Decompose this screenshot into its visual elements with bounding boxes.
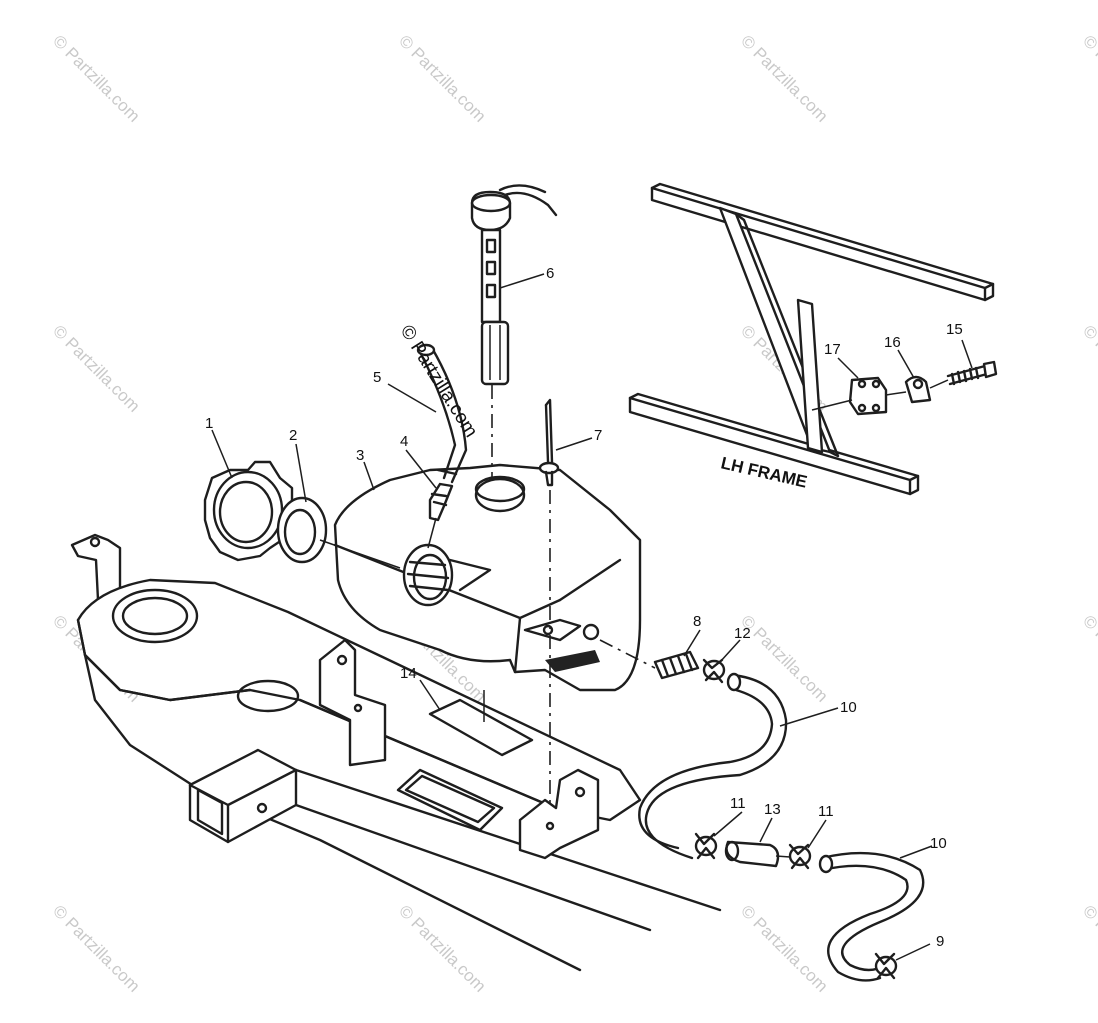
callout-15: 15 — [946, 321, 963, 338]
fitting-part-4 — [427, 482, 454, 549]
callout-2: 2 — [289, 427, 297, 444]
clamp-part-11b — [788, 843, 812, 870]
callout-10a: 10 — [840, 699, 857, 716]
fuel-filter-part-13 — [724, 840, 791, 868]
bracket-part-17 — [811, 376, 888, 416]
clamp-part-9 — [874, 952, 898, 980]
lh-frame — [628, 182, 995, 496]
watermark: © Partzilla.com — [49, 901, 143, 995]
callout-13: 13 — [764, 801, 781, 818]
callout-11a: 11 — [730, 795, 746, 812]
callout-3: 3 — [356, 447, 364, 464]
callout-6: 6 — [546, 265, 554, 282]
hose-part-10 — [638, 672, 788, 860]
callout-5: 5 — [373, 369, 381, 386]
callout-14: 14 — [400, 665, 417, 682]
watermark: © Partzilla.com — [49, 31, 143, 125]
main-frame — [70, 533, 722, 972]
callout-16: 16 — [884, 334, 901, 351]
oil-tank-part-3 — [333, 463, 642, 692]
leader-lines — [211, 273, 973, 961]
callout-10b: 10 — [930, 835, 947, 852]
watermark: © Partzilla.com — [395, 31, 489, 125]
center-watermark: © Partzilla.com — [396, 322, 482, 442]
callout-17: 17 — [824, 341, 841, 358]
watermark: © Partzilla.com — [737, 901, 831, 995]
callout-4: 4 — [400, 433, 408, 450]
callout-12: 12 — [734, 625, 751, 642]
watermark: © Partzilla.com — [1079, 611, 1098, 705]
bracket-part-16 — [885, 375, 932, 404]
watermark: © Partzilla.com — [395, 901, 489, 995]
callout-9: 9 — [936, 933, 944, 950]
callout-8: 8 — [693, 613, 701, 630]
callout-7: 7 — [594, 427, 602, 444]
hose-part-10b — [818, 851, 925, 982]
callout-1: 1 — [205, 415, 213, 432]
clamp-part-12 — [702, 658, 726, 684]
vent-hose-part-5 — [416, 343, 468, 484]
bolt-part-15 — [929, 360, 998, 389]
bolt-part-7 — [538, 398, 560, 805]
watermark: © Partzilla.com — [737, 31, 831, 125]
watermark: © Partzilla.com — [1079, 31, 1098, 125]
clamp-part-11 — [694, 832, 718, 860]
callouts: 1 2 3 4 5 6 7 8 12 10 11 13 11 10 9 14 1… — [205, 265, 963, 950]
dipstick-part-6 — [470, 184, 558, 478]
callout-11b: 11 — [818, 803, 834, 820]
watermark: © Partzilla.com — [49, 321, 143, 415]
watermark: © Partzilla.com — [1079, 321, 1098, 415]
pad-part-14 — [428, 690, 534, 757]
fitting-part-8 — [599, 639, 700, 680]
filler-cap-part-1 — [203, 460, 294, 562]
gasket-part-2 — [276, 496, 401, 569]
watermark: © Partzilla.com — [1079, 901, 1098, 995]
watermark: © Partzilla.com — [737, 611, 831, 705]
